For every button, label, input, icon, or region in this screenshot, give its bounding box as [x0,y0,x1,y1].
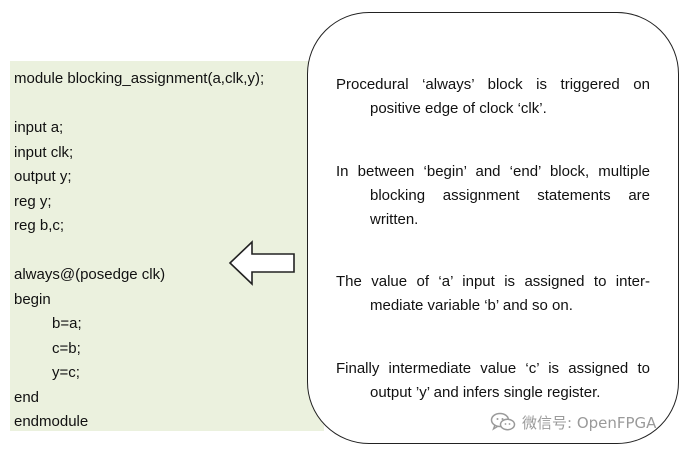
left-arrow-icon [228,240,295,286]
note-text: Finally intermediate value ‘c’ is assign… [336,360,650,401]
code-line: input clk; [14,143,74,161]
note-text: Procedural ‘always’ block is triggered o… [336,76,650,117]
code-line: reg b,c; [14,217,65,234]
note-single-register: Finally intermediate value ‘c’ is assign… [336,357,650,405]
code-line: module blocking_assignment(a,clk,y); [14,70,265,87]
code-line: always@(posedge clk) [14,266,166,283]
note-text: In between ‘begin’ and ‘end’ block, mult… [336,163,650,228]
explanation-box [307,12,679,444]
note-always-block: Procedural ‘always’ block is triggered o… [336,73,650,121]
code-line: output y; [14,168,72,185]
watermark-text: 微信号: OpenFPGA [522,413,657,432]
watermark: 微信号: OpenFPGA [490,410,656,434]
note-text: The value of ‘a’ input is assigned to in… [336,273,650,314]
note-begin-end: In between ‘begin’ and ‘end’ block, mult… [336,160,650,232]
code-line: c=b; [52,339,81,357]
code-panel: module blocking_assignment(a,clk,y);inpu… [10,61,324,431]
code-line: y=c; [52,364,80,381]
code-line: end [14,388,40,406]
note-value-assignment: The value of ‘a’ input is assigned to in… [336,270,650,318]
code-line: reg y; [14,192,52,210]
code-line: endmodule [14,413,89,430]
wechat-icon [490,412,516,431]
code-line: input a; [14,119,64,136]
code-line: b=a; [52,315,82,332]
code-line [14,92,324,117]
code-line: begin [14,290,51,308]
